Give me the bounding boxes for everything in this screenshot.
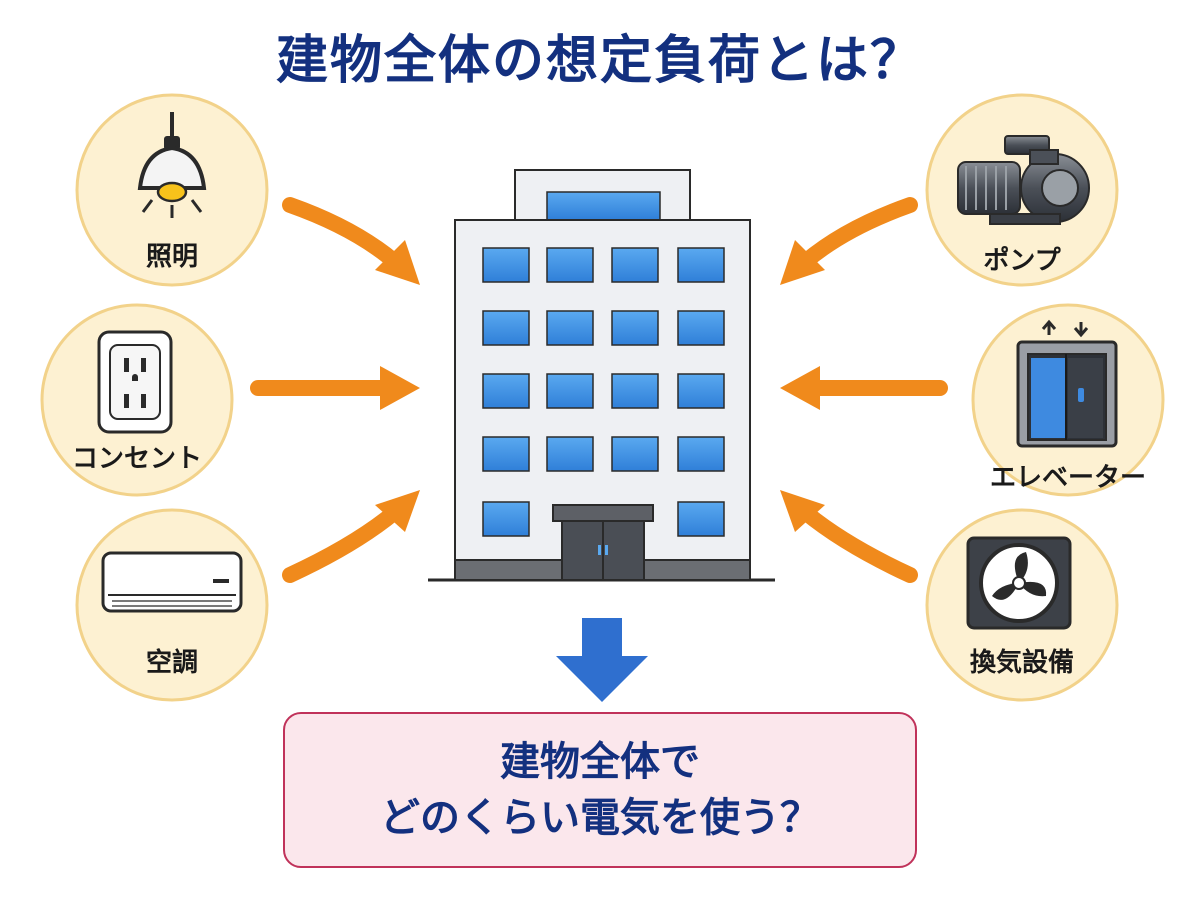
building-window [546, 247, 594, 283]
arrow-elevator-to-building [780, 366, 948, 410]
building-window [677, 247, 725, 283]
building-window [482, 310, 530, 346]
building-window [677, 310, 725, 346]
arrow-lighting-to-building [282, 197, 420, 285]
building-window [482, 247, 530, 283]
arrow-outlet-to-building [250, 366, 420, 410]
building-window [546, 373, 594, 409]
building-window [482, 373, 530, 409]
label-pump: ポンプ [983, 246, 1061, 276]
power-outlet-icon [97, 330, 173, 434]
arrow-aircon-to-building [282, 490, 420, 583]
page-title: 建物全体の想定負荷とは？ [275, 31, 924, 91]
office-building-icon [428, 169, 775, 582]
building-window [546, 436, 594, 472]
label-aircon: 空調 [145, 648, 198, 678]
building-window [677, 501, 725, 537]
elevator-icon [1016, 319, 1118, 448]
label-outlet: コンセント [71, 444, 202, 474]
label-elevator: エレベーター [989, 463, 1146, 493]
building-window [611, 373, 659, 409]
building-window [482, 501, 530, 537]
arrow-ventilation-to-building [780, 490, 918, 583]
ceiling-lamp-icon [137, 112, 207, 218]
result-line-1: 建物全体で [500, 739, 700, 785]
result-line-2: どのくらい電気を使う？ [380, 795, 820, 841]
label-lighting: 照明 [145, 242, 198, 272]
air-conditioner-icon [101, 551, 243, 613]
building-window [611, 310, 659, 346]
arrow-pump-to-building [780, 197, 918, 285]
building-window [611, 247, 659, 283]
building-window [611, 436, 659, 472]
down-arrow-icon [556, 618, 648, 702]
building-window [677, 373, 725, 409]
result-box: 建物全体で どのくらい電気を使う？ [283, 712, 917, 868]
building-window [482, 436, 530, 472]
ventilation-fan-icon [966, 536, 1072, 630]
building-window [546, 310, 594, 346]
building-window [677, 436, 725, 472]
label-ventilation: 換気設備 [969, 648, 1074, 678]
pump-icon [957, 135, 1090, 225]
